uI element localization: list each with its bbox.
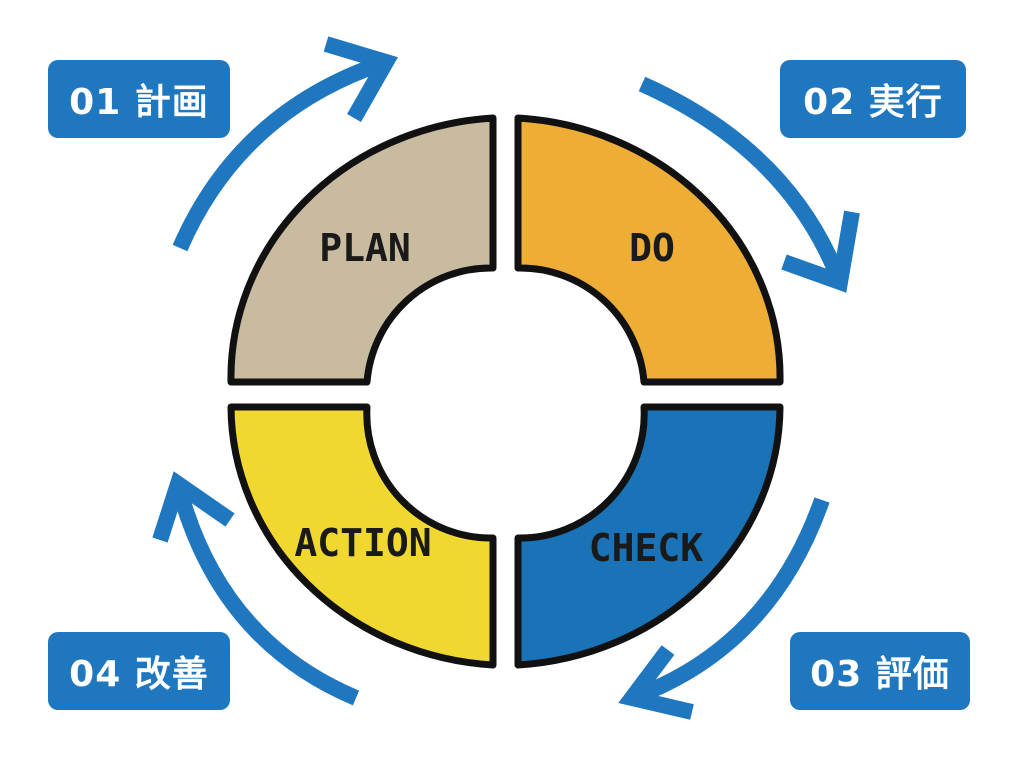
step-badge-action: 04 改善 (48, 632, 230, 710)
check-label: CHECK (589, 526, 704, 570)
plan-label: PLAN (319, 226, 411, 270)
do-quadrant (514, 114, 784, 386)
step-badge-check: 03 評価 (790, 632, 970, 710)
step-badge-do: 02 実行 (780, 60, 966, 138)
action-label: ACTION (294, 521, 431, 565)
step-badge-plan: 01 計画 (48, 60, 230, 138)
action-quadrant (227, 403, 497, 669)
do-to-check-arrow (638, 76, 860, 293)
action-to-plan-arrow (152, 471, 360, 706)
plan-quadrant (227, 114, 497, 386)
do-label: DO (629, 226, 675, 270)
check-quadrant (514, 403, 784, 669)
plan-to-do-arrow (172, 36, 398, 252)
check-to-action-arrow (618, 497, 830, 720)
